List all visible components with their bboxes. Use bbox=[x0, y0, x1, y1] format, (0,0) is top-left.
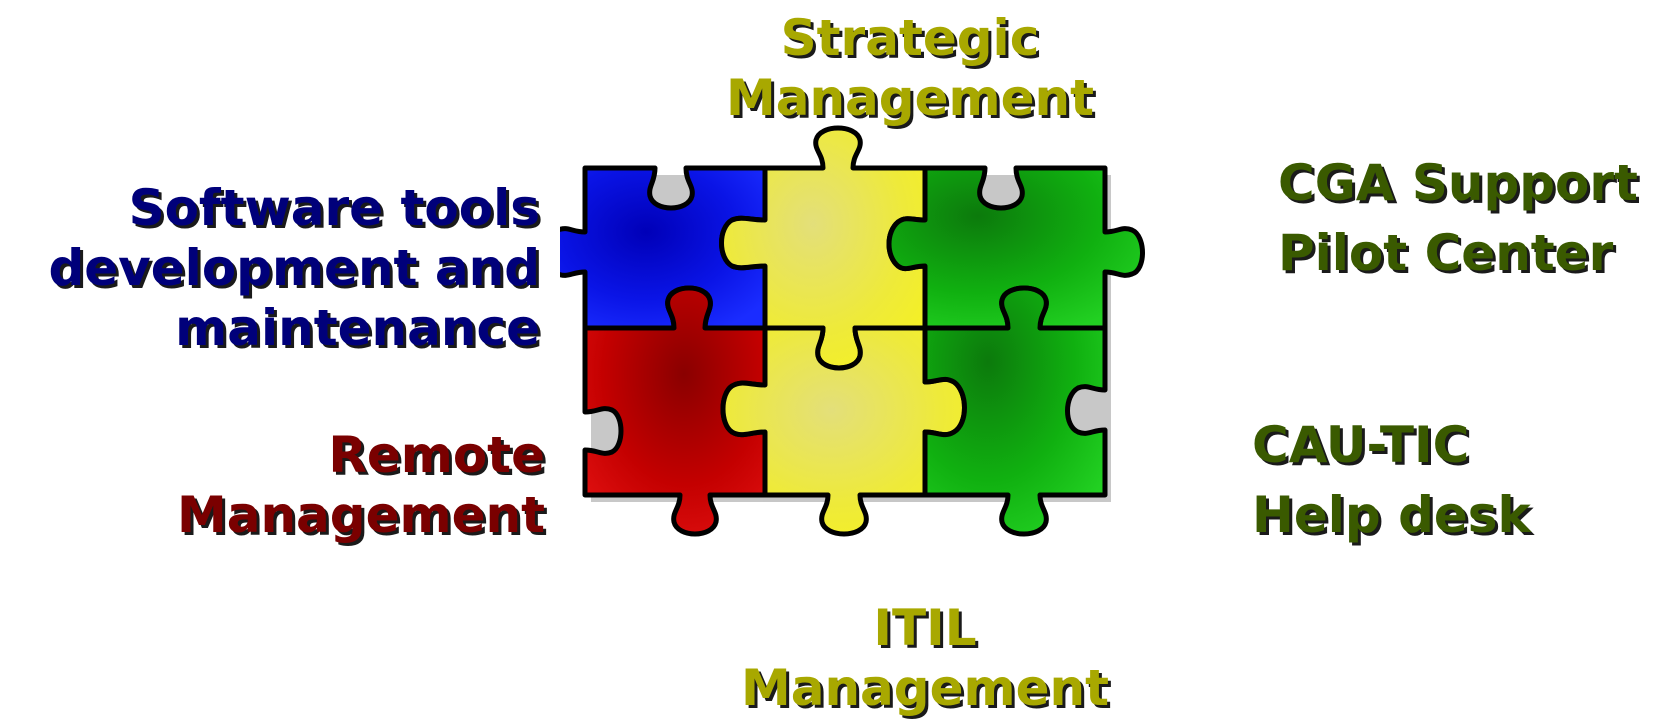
cau-line-2: Help desk bbox=[1252, 486, 1531, 544]
software-tools-label: Software tools development and maintenan… bbox=[0, 178, 540, 358]
software-line-1: Software tools bbox=[128, 179, 540, 237]
remote-management-label: Remote Management bbox=[125, 425, 545, 545]
software-line-3: maintenance bbox=[175, 299, 540, 357]
green-bottom-piece bbox=[922, 285, 1108, 537]
itil-management-label: ITIL Management bbox=[700, 598, 1150, 718]
cau-tic-label: CAU-TIC Help desk bbox=[1252, 410, 1652, 550]
itil-line-2: Management bbox=[740, 659, 1110, 717]
cau-line-1: CAU-TIC bbox=[1252, 416, 1470, 474]
remote-line-2: Management bbox=[176, 486, 545, 544]
puzzle-graphic bbox=[560, 125, 1145, 537]
cga-support-label: CGA Support Pilot Center bbox=[1278, 148, 1670, 288]
itil-line-1: ITIL bbox=[873, 599, 977, 657]
strategic-management-label: Strategic Management bbox=[690, 8, 1130, 128]
strategic-line-2: Management bbox=[725, 69, 1095, 127]
software-line-2: development and bbox=[48, 239, 540, 297]
cga-line-1: CGA Support bbox=[1278, 154, 1638, 212]
cga-line-2: Pilot Center bbox=[1278, 224, 1614, 282]
strategic-line-1: Strategic bbox=[780, 9, 1040, 67]
remote-line-1: Remote bbox=[328, 426, 545, 484]
